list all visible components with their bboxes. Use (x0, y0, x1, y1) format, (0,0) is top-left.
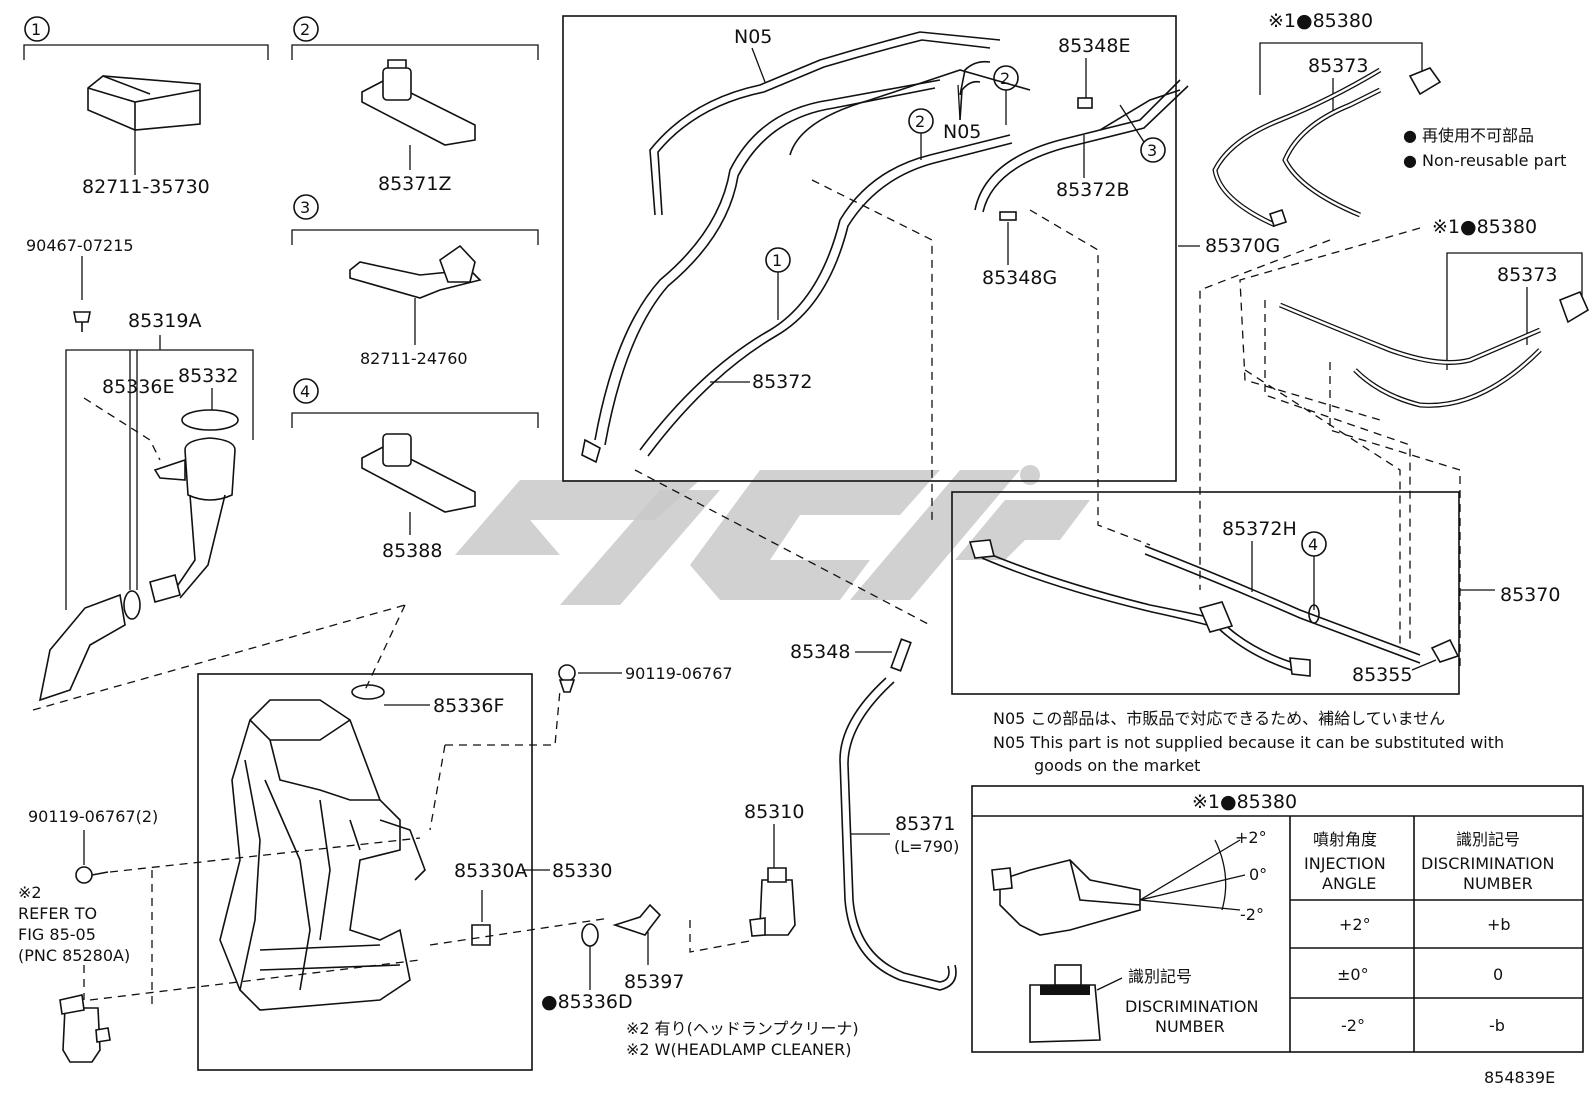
table-title: ※1●85380 (1192, 791, 1297, 813)
part-85397[interactable]: 85397 (624, 971, 684, 993)
part-90119-06767[interactable]: 90119-06767 (625, 664, 733, 683)
fasteners-group: 90119-06767 90119-06767(2) ●85336D 85397 (28, 664, 733, 1013)
row2-angle: ±0° (1337, 965, 1369, 984)
joint-hose-group: 85348 85371 (L=790) (790, 638, 959, 991)
part-85332[interactable]: 85332 (178, 365, 238, 387)
fig-mark-en2: NUMBER (1155, 1017, 1225, 1036)
part-85348e[interactable]: 85348E (1058, 35, 1130, 57)
part-85371-length: (L=790) (894, 837, 959, 856)
group-3: 3 82711-24760 (291, 194, 539, 368)
nozzle-group-mid: ※1●85380 85373 (1239, 216, 1590, 670)
group-2: 2 85371Z (291, 16, 539, 195)
part-85373-b[interactable]: 85373 (1497, 264, 1557, 286)
n05-note-en1: N05 This part is not supplied because it… (993, 733, 1504, 752)
row3-angle: -2° (1341, 1016, 1365, 1035)
row3-mark: -b (1489, 1016, 1505, 1035)
callout-3: 3 (300, 198, 310, 217)
n05-note-en2: goods on the market (1034, 756, 1200, 775)
refer-line4: (PNC 85280A) (18, 946, 130, 965)
row1-mark: +b (1487, 915, 1511, 934)
row1-angle: +2° (1339, 915, 1371, 934)
col1-en1: INJECTION (1304, 854, 1386, 873)
part-85373-a[interactable]: 85373 (1308, 55, 1368, 77)
nozzle-group-top: ※1●85380 85373 ● 再使用不可部品 ● Non-reusable … (1199, 10, 1566, 590)
fig-mark-en1: DISCRIMINATION (1125, 997, 1258, 1016)
part-90119-06767-2[interactable]: 90119-06767(2) (28, 807, 158, 826)
watermark-logo (455, 465, 1090, 605)
col2-jp: 識別記号 (1456, 830, 1520, 849)
hose-box-85370: 85370 85372H 4 85355 (951, 491, 1560, 695)
fig-mark-jp: 識別記号 (1128, 967, 1192, 986)
footnote-jp: ※2 有り(ヘッドランプクリーナ) (626, 1019, 859, 1038)
fig-plus: +2° (1235, 828, 1267, 847)
footnote: ※2 有り(ヘッドランプクリーナ) ※2 W(HEADLAMP CLEANER) (626, 1019, 859, 1059)
callout-3-hose: 3 (1147, 141, 1157, 160)
part-85310[interactable]: 85310 (744, 801, 804, 823)
filler-neck-group: 90467-07215 85319A 85336E 85332 (26, 236, 406, 711)
col2-en1: DISCRIMINATION (1421, 854, 1554, 873)
part-90467-07215[interactable]: 90467-07215 (26, 236, 134, 255)
refer-line2: REFER TO (18, 904, 97, 923)
refer-line3: FIG 85-05 (18, 925, 96, 944)
reservoir-group: 85336F 85330A 85330 (197, 604, 612, 1071)
figure-id: 854839E (1484, 1068, 1555, 1087)
part-85372[interactable]: 85372 (752, 371, 812, 393)
part-82711-35730[interactable]: 82711-35730 (82, 176, 210, 198)
part-n05-a[interactable]: N05 (734, 26, 772, 48)
part-85355[interactable]: 85355 (1352, 664, 1412, 686)
part-85319a[interactable]: 85319A (128, 310, 201, 332)
part-85371[interactable]: 85371 (895, 813, 955, 835)
fig-zero: 0° (1249, 865, 1267, 884)
legend-en: ● Non-reusable part (1403, 151, 1566, 170)
part-n05-b[interactable]: N05 (943, 121, 981, 143)
part-85348g[interactable]: 85348G (982, 267, 1057, 289)
part-85371z[interactable]: 85371Z (378, 173, 451, 195)
part-82711-24760[interactable]: 82711-24760 (360, 349, 468, 368)
n05-note: N05 この部品は、市販品で対応できるため、補給していません N05 This … (993, 709, 1504, 775)
group-4: 4 85388 (291, 378, 539, 562)
part-85336d[interactable]: ●85336D (541, 991, 633, 1013)
part-85348[interactable]: 85348 (790, 641, 850, 663)
legend-jp: ● 再使用不可部品 (1403, 126, 1534, 145)
callout-2-hose-b: 2 (1000, 69, 1010, 88)
callout-1: 1 (31, 20, 41, 39)
n05-note-jp: N05 この部品は、市販品で対応できるため、補給していません (993, 709, 1445, 728)
callout-4-hose: 4 (1308, 535, 1318, 554)
group-1: 1 82711-35730 (23, 16, 269, 198)
callout-1-hose: 1 (772, 251, 782, 270)
part-85336f[interactable]: 85336F (433, 695, 504, 717)
part-85370g[interactable]: 85370G (1205, 235, 1280, 257)
callout-4: 4 (300, 382, 310, 401)
part-85388[interactable]: 85388 (382, 540, 442, 562)
col1-en2: ANGLE (1322, 874, 1376, 893)
pump-group: 85310 (689, 801, 804, 953)
spec-table: ※1●85380 噴射角度 INJECTION ANGLE 識別記号 DISCR… (971, 785, 1584, 1053)
row2-mark: 0 (1493, 965, 1503, 984)
part-85372b[interactable]: 85372B (1056, 179, 1129, 201)
refer-group: ※2 REFER TO FIG 85-05 (PNC 85280A) (18, 883, 130, 1063)
callout-2-hose-a: 2 (915, 112, 925, 131)
part-85380-a[interactable]: ※1●85380 (1268, 10, 1373, 32)
part-85372h[interactable]: 85372H (1222, 518, 1297, 540)
part-85370[interactable]: 85370 (1500, 584, 1560, 606)
part-85330a[interactable]: 85330A (454, 860, 527, 882)
part-85380-b[interactable]: ※1●85380 (1432, 216, 1537, 238)
col2-en2: NUMBER (1463, 874, 1533, 893)
hose-box: 1 2 2 3 N05 N05 85348E 85372B 85348G 853… (562, 15, 1280, 626)
refer-line1: ※2 (18, 883, 42, 902)
part-85336e[interactable]: 85336E (102, 376, 174, 398)
col1-jp: 噴射角度 (1313, 830, 1377, 849)
part-85330[interactable]: 85330 (552, 860, 612, 882)
footnote-en: ※2 W(HEADLAMP CLEANER) (626, 1040, 851, 1059)
callout-2: 2 (300, 20, 310, 39)
fig-minus: -2° (1240, 905, 1264, 924)
